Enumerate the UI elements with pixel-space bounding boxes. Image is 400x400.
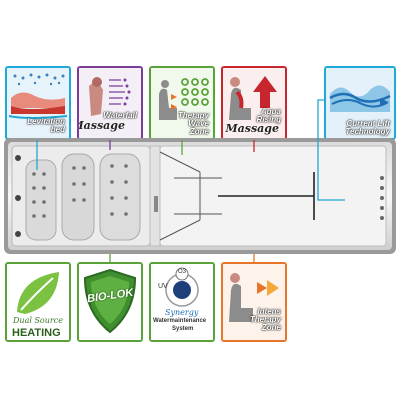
intens-therapy-icon <box>223 264 285 340</box>
swim-spa-top-view <box>4 138 396 254</box>
synergy-icon <box>151 264 213 340</box>
o3-label: O3 <box>178 269 187 275</box>
feature-label-script: Massage <box>79 119 125 132</box>
uv-label: UV <box>158 283 168 290</box>
bio-lok-shield-icon <box>79 264 141 340</box>
feature-label: Waterfall <box>103 111 137 120</box>
feature-tile-dual-source-heating: Dual Source HEATING <box>5 262 71 342</box>
feature-label-script: Massage <box>225 122 279 135</box>
feature-tile-waterfall-massage: Waterfall Massage <box>77 66 143 140</box>
synergy-label: Synergy <box>165 308 199 317</box>
heating-label: HEATING <box>12 327 61 339</box>
therapy-wave-icon <box>151 68 213 138</box>
waterfall-icon <box>79 68 141 138</box>
feature-tile-synergy: UV O3 Synergy Watermaintenance System <box>149 262 215 342</box>
levitation-bed-icon <box>7 68 69 138</box>
dual-source-label: Dual Source <box>13 316 63 325</box>
aqua-rising-icon <box>223 68 285 138</box>
system-label: System <box>172 326 194 332</box>
leaf-icon <box>7 264 69 340</box>
watermaintenance-label: Watermaintenance <box>153 318 207 324</box>
feature-tile-bio-lok: BIO-LOK <box>77 262 143 342</box>
